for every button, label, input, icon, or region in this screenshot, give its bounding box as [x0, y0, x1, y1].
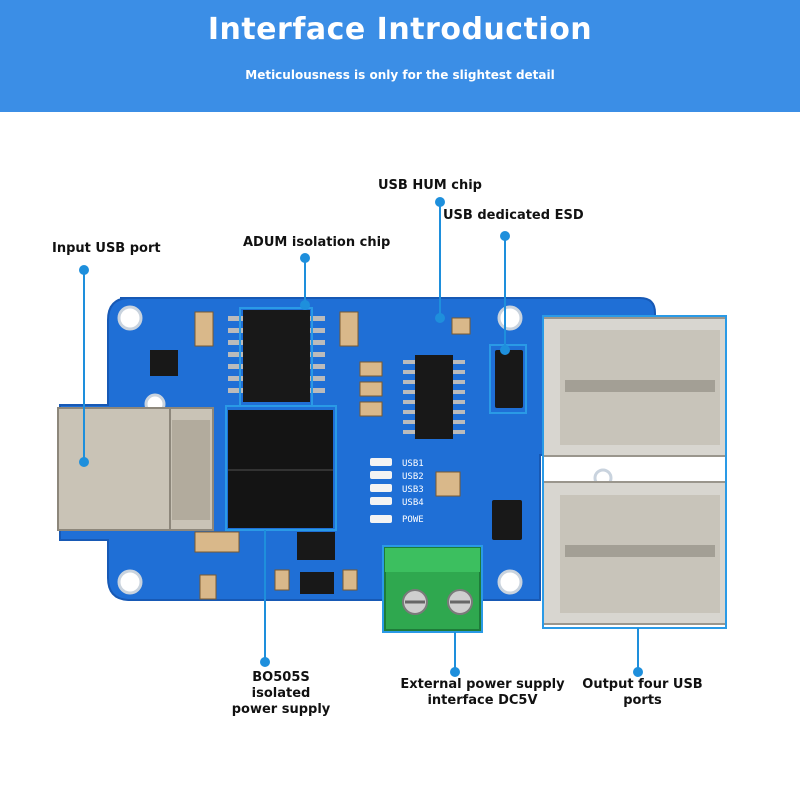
callout-output-line1: Output four USB: [582, 677, 703, 692]
esd-chips: [492, 350, 523, 540]
silk-usb1: USB1: [402, 459, 424, 469]
dc5v-terminal-block: [384, 547, 481, 631]
adum-chip: [228, 310, 325, 402]
silk-usb3: USB3: [402, 485, 424, 495]
silk-usb4: USB4: [402, 498, 424, 508]
callout-esd: USB dedicated ESD: [443, 208, 584, 223]
callout-ext-power: External power supply interface DC5V: [400, 677, 565, 709]
silkscreen-labels: USB1 USB2 USB3 USB4 POWE: [402, 459, 424, 525]
led-row: [370, 458, 392, 523]
silk-usb2: USB2: [402, 472, 424, 482]
callout-input-usb: Input USB port: [52, 241, 161, 256]
callout-ext-power-line1: External power supply: [400, 677, 565, 692]
isolated-power-module: [228, 410, 333, 528]
silk-power: POWE: [402, 515, 424, 525]
page-subtitle: Meticulousness is only for the slightest…: [245, 68, 555, 82]
callout-lines: [79, 197, 643, 677]
header-banner: Interface Introduction Meticulousness is…: [0, 0, 800, 112]
highlight-frames: [225, 307, 727, 633]
callout-usb-hub: USB HUM chip: [378, 178, 482, 193]
callout-bo505s-line2: power supply: [231, 702, 331, 717]
usb-hub-chip: [403, 355, 465, 439]
callout-output-line2: ports: [623, 693, 662, 708]
passive-components: [194, 311, 471, 600]
usb-b-input-port: [57, 407, 214, 531]
callout-adum: ADUM isolation chip: [243, 235, 391, 250]
transistors: [150, 350, 335, 594]
callout-output: Output four USB ports: [580, 677, 705, 709]
callout-ext-power-line2: interface DC5V: [427, 693, 538, 708]
callout-bo505s: BO505S isolated power supply: [226, 670, 336, 718]
callout-bo505s-line1: BO505S isolated: [251, 670, 311, 701]
usb-a-output-ports: [542, 317, 727, 625]
page-title: Interface Introduction: [207, 12, 593, 47]
